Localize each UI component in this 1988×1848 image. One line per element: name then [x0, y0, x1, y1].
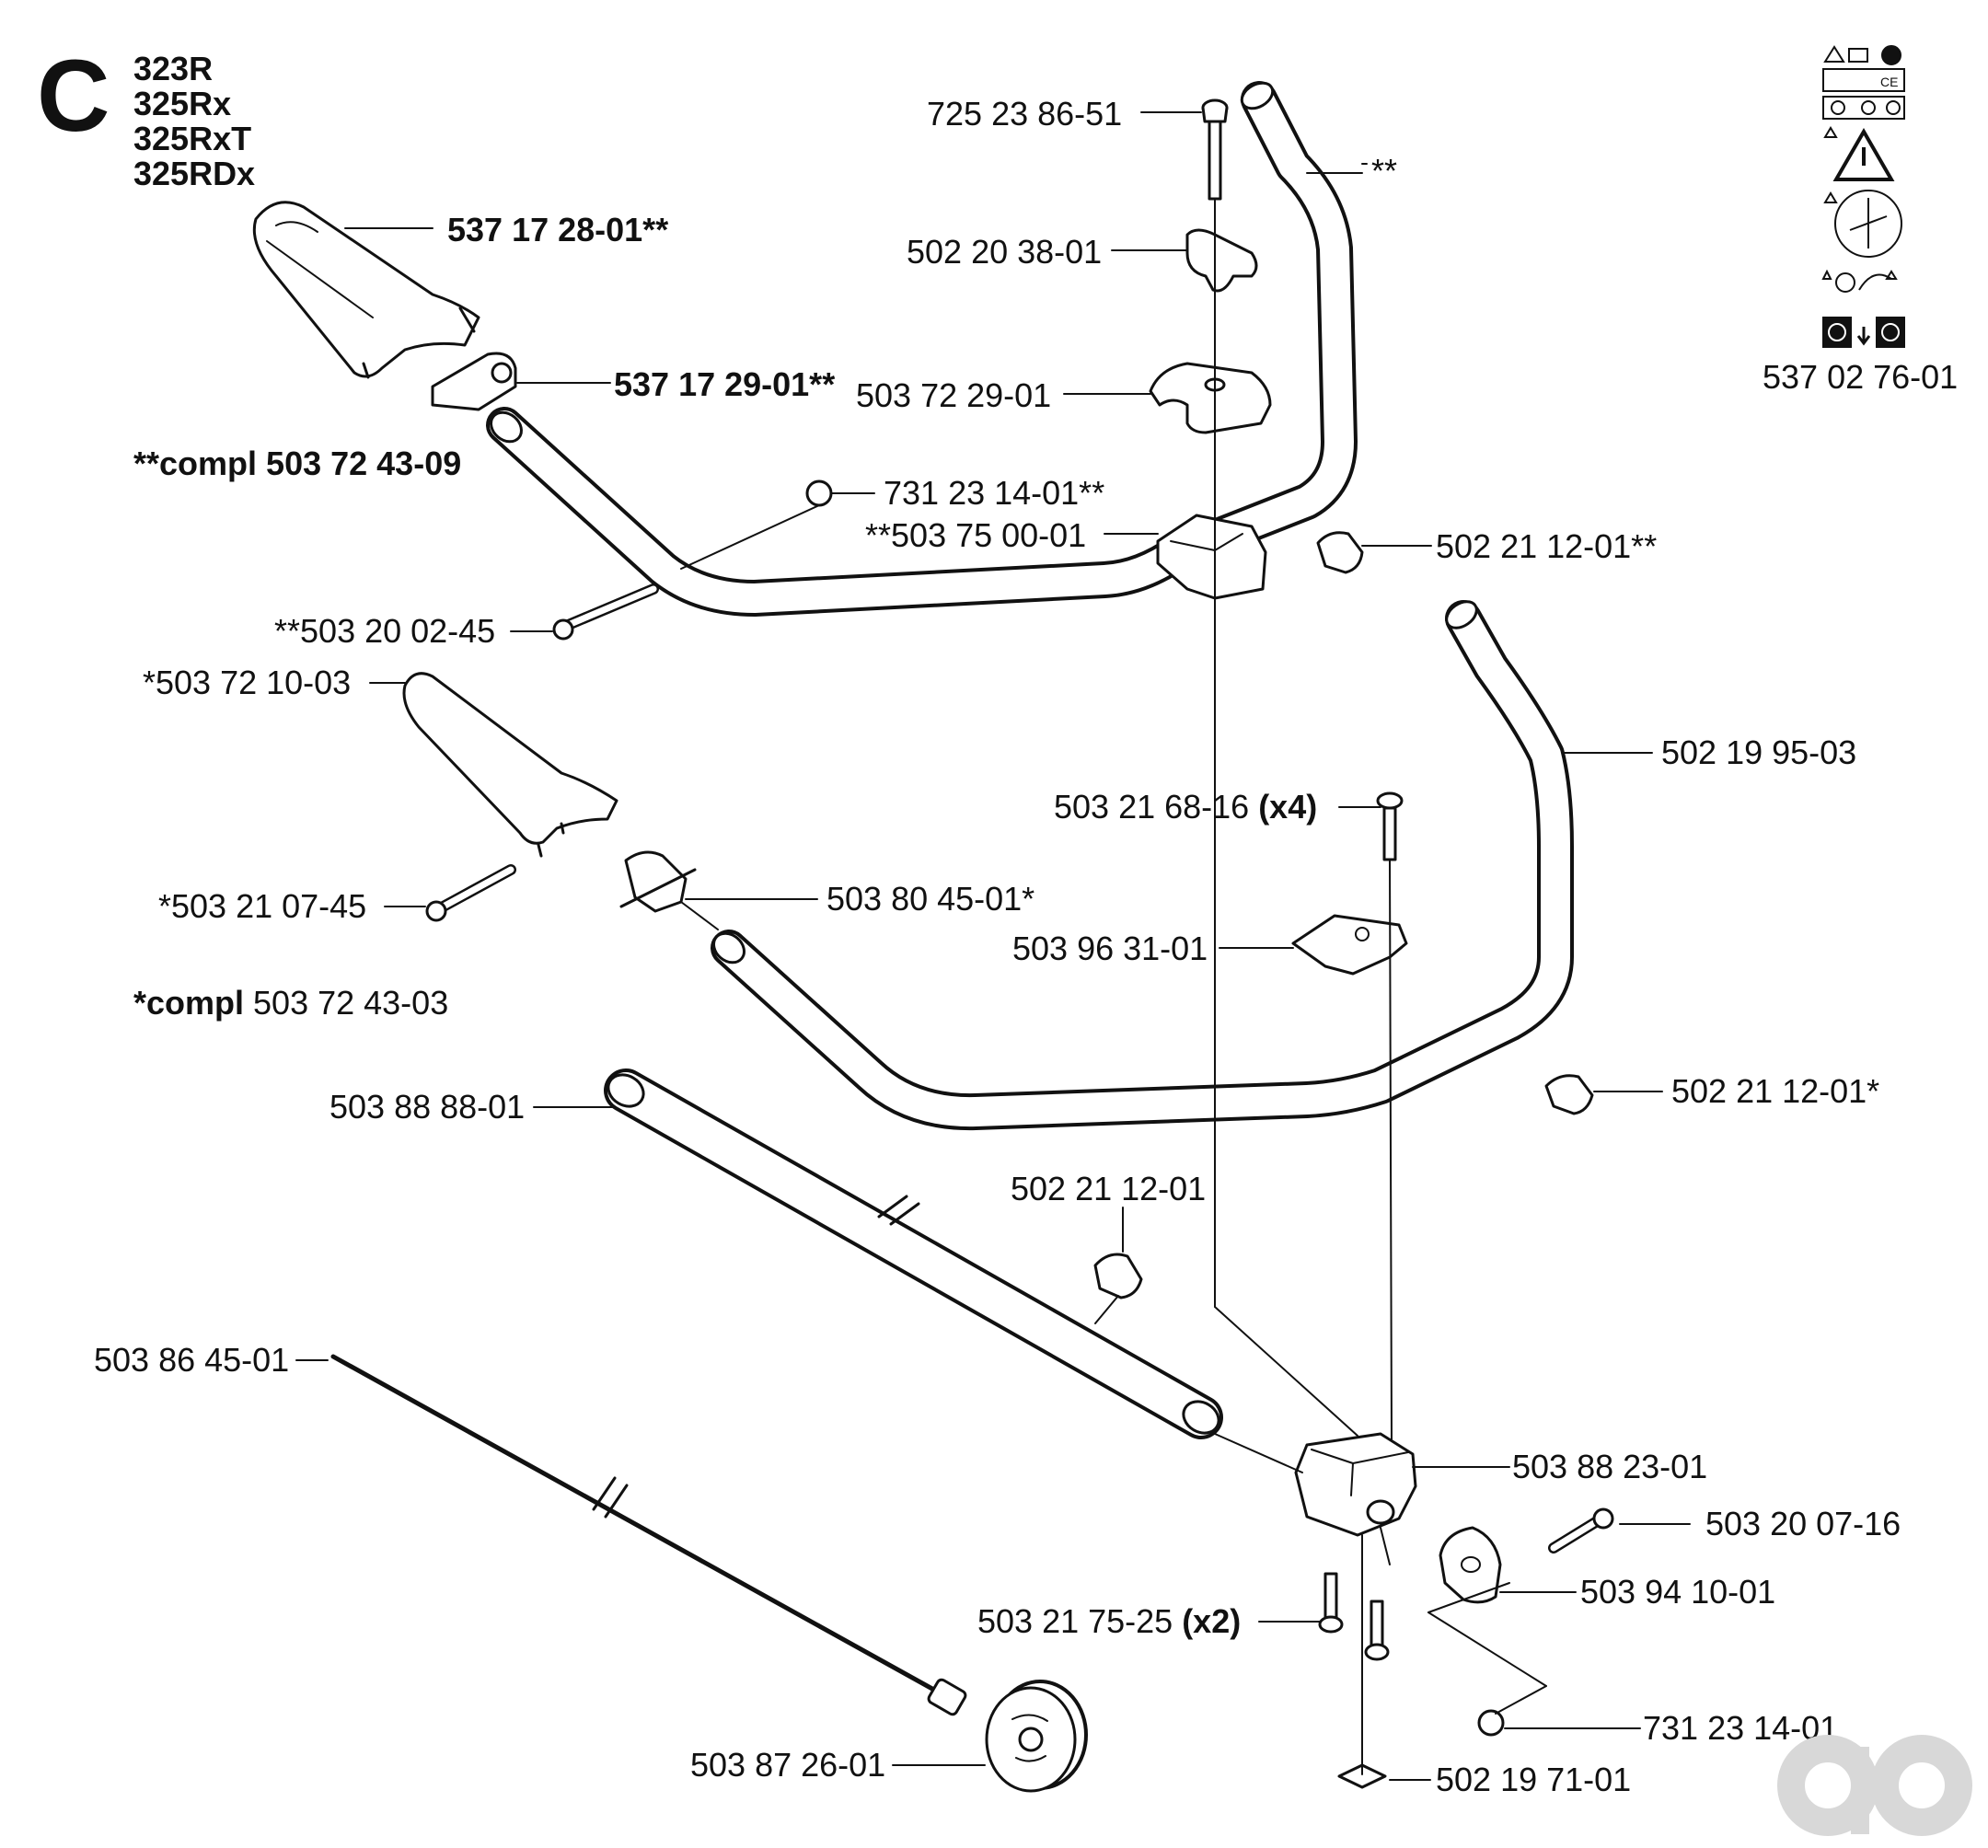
part-label-tube: 503 88 88-01 — [329, 1088, 526, 1126]
bolt-top-drawing — [1201, 98, 1229, 201]
part-label-clamp-bracket-upper: **503 75 00-01 — [865, 516, 1087, 554]
brand-watermark-icon — [1777, 1735, 1972, 1836]
shaft-tube — [604, 1068, 1223, 1439]
part-label-clamp-upper: 503 72 29-01 — [856, 376, 1052, 414]
drive-shaft — [330, 1354, 943, 1696]
part-qty: (x2) — [1182, 1602, 1242, 1640]
clip-lower-drawing — [619, 850, 697, 913]
model-item: 323R — [133, 50, 214, 87]
part-label-screw-housing: 503 20 07-16 — [1705, 1505, 1901, 1542]
grip-right-drawing — [252, 201, 480, 379]
pad-tube-drawing — [1093, 1253, 1143, 1299]
clamp-upper-drawing — [1149, 362, 1272, 434]
nut-upper-drawing — [805, 479, 833, 507]
part-label-upper-handlebar-asterisk: ** — [1371, 152, 1398, 190]
part-label-pad-tube: 502 21 12-01 — [1011, 1170, 1207, 1207]
part-label-square-nut: 502 19 71-01 — [1436, 1761, 1632, 1798]
part-label-clip-lower: 503 80 45-01* — [826, 880, 1035, 918]
part-label-screw-grip-lower: *503 21 07-45 — [158, 887, 367, 925]
part-label-decal: 537 02 76-01 — [1763, 358, 1959, 396]
part-qty: (x4) — [1258, 788, 1318, 826]
grip-left-drawing — [402, 672, 618, 858]
part-label-grip-clip: 537 17 29-01** — [614, 365, 836, 403]
leader-lines — [295, 111, 1691, 1781]
wing-knob-drawing — [1185, 228, 1258, 293]
part-label-spool: 503 87 26-01 — [690, 1746, 886, 1784]
kit-label-single-star: *compl 503 72 43-03 — [133, 985, 448, 1022]
model-item: 325RDx — [133, 155, 256, 192]
pad-upper-right-drawing — [1316, 531, 1364, 574]
part-number: 503 21 68-16 — [1054, 788, 1259, 826]
part-label-screw-x4: 503 21 68-16 (x4) — [1054, 789, 1317, 826]
handlebar-lower — [711, 600, 1574, 1131]
part-label-grip-right: 537 17 28-01** — [447, 211, 669, 248]
part-number: 503 21 75-25 — [977, 1602, 1183, 1640]
part-label-bracket-housing: 503 94 10-01 — [1580, 1573, 1776, 1611]
part-label-drive-shaft: 503 86 45-01 — [94, 1341, 290, 1379]
part-label-handlebar-lower: 502 19 95-03 — [1661, 733, 1857, 771]
svg-text:CE: CE — [1880, 75, 1898, 89]
square-nut-drawing — [1337, 1763, 1387, 1789]
part-label-wing-knob: 502 20 38-01 — [907, 233, 1103, 271]
nut-lower-drawing — [1477, 1709, 1505, 1737]
part-label-clamp-housing: 503 88 23-01 — [1512, 1448, 1708, 1485]
kit-label-double-star: **compl 503 72 43-09 — [133, 445, 461, 482]
warning-decal-icon: CE — [1821, 45, 1905, 348]
kit-number: 503 72 43-09 — [266, 445, 462, 482]
part-label-screw-x2: 503 21 75-25 (x2) — [977, 1603, 1241, 1640]
screw-housing-drawing — [1548, 1507, 1614, 1553]
model-item: 325RxT — [133, 120, 252, 157]
part-label-grip-left: *503 72 10-03 — [143, 664, 352, 701]
section-letter: C — [37, 40, 110, 153]
grip-clip-drawing — [431, 352, 517, 411]
kit-prefix: **compl — [133, 445, 267, 482]
screw-x4-drawing — [1376, 791, 1404, 861]
part-label-clamp-lower: 503 96 31-01 — [1012, 930, 1208, 967]
part-label-screw-grip: **503 20 02-45 — [274, 612, 496, 650]
part-label-bolt-top: 725 23 86-51 — [927, 95, 1123, 133]
screw-grip-lower-drawing — [425, 864, 516, 922]
bracket-upper-drawing — [1156, 514, 1267, 600]
kit-number: 503 72 43-03 — [253, 984, 449, 1022]
clamp-housing-drawing — [1294, 1432, 1417, 1537]
kit-prefix: *compl — [133, 984, 254, 1022]
model-item: 325Rx — [133, 85, 232, 122]
screw-grip-drawing — [552, 583, 659, 641]
model-list: 323R 325Rx 325RxT 325RDx — [133, 52, 255, 191]
part-label-pad-upper-right: 502 21 12-01** — [1436, 527, 1658, 565]
spool-drawing — [927, 1678, 1088, 1793]
part-label-nut-upper: 731 23 14-01** — [884, 474, 1105, 512]
part-label-pad-lower-right: 502 21 12-01* — [1671, 1072, 1880, 1110]
pad-lower-right-drawing — [1544, 1074, 1594, 1115]
bracket-housing-drawing — [1439, 1526, 1502, 1604]
screws-x2-drawing — [1318, 1572, 1390, 1661]
clamp-lower-drawing — [1291, 914, 1408, 976]
